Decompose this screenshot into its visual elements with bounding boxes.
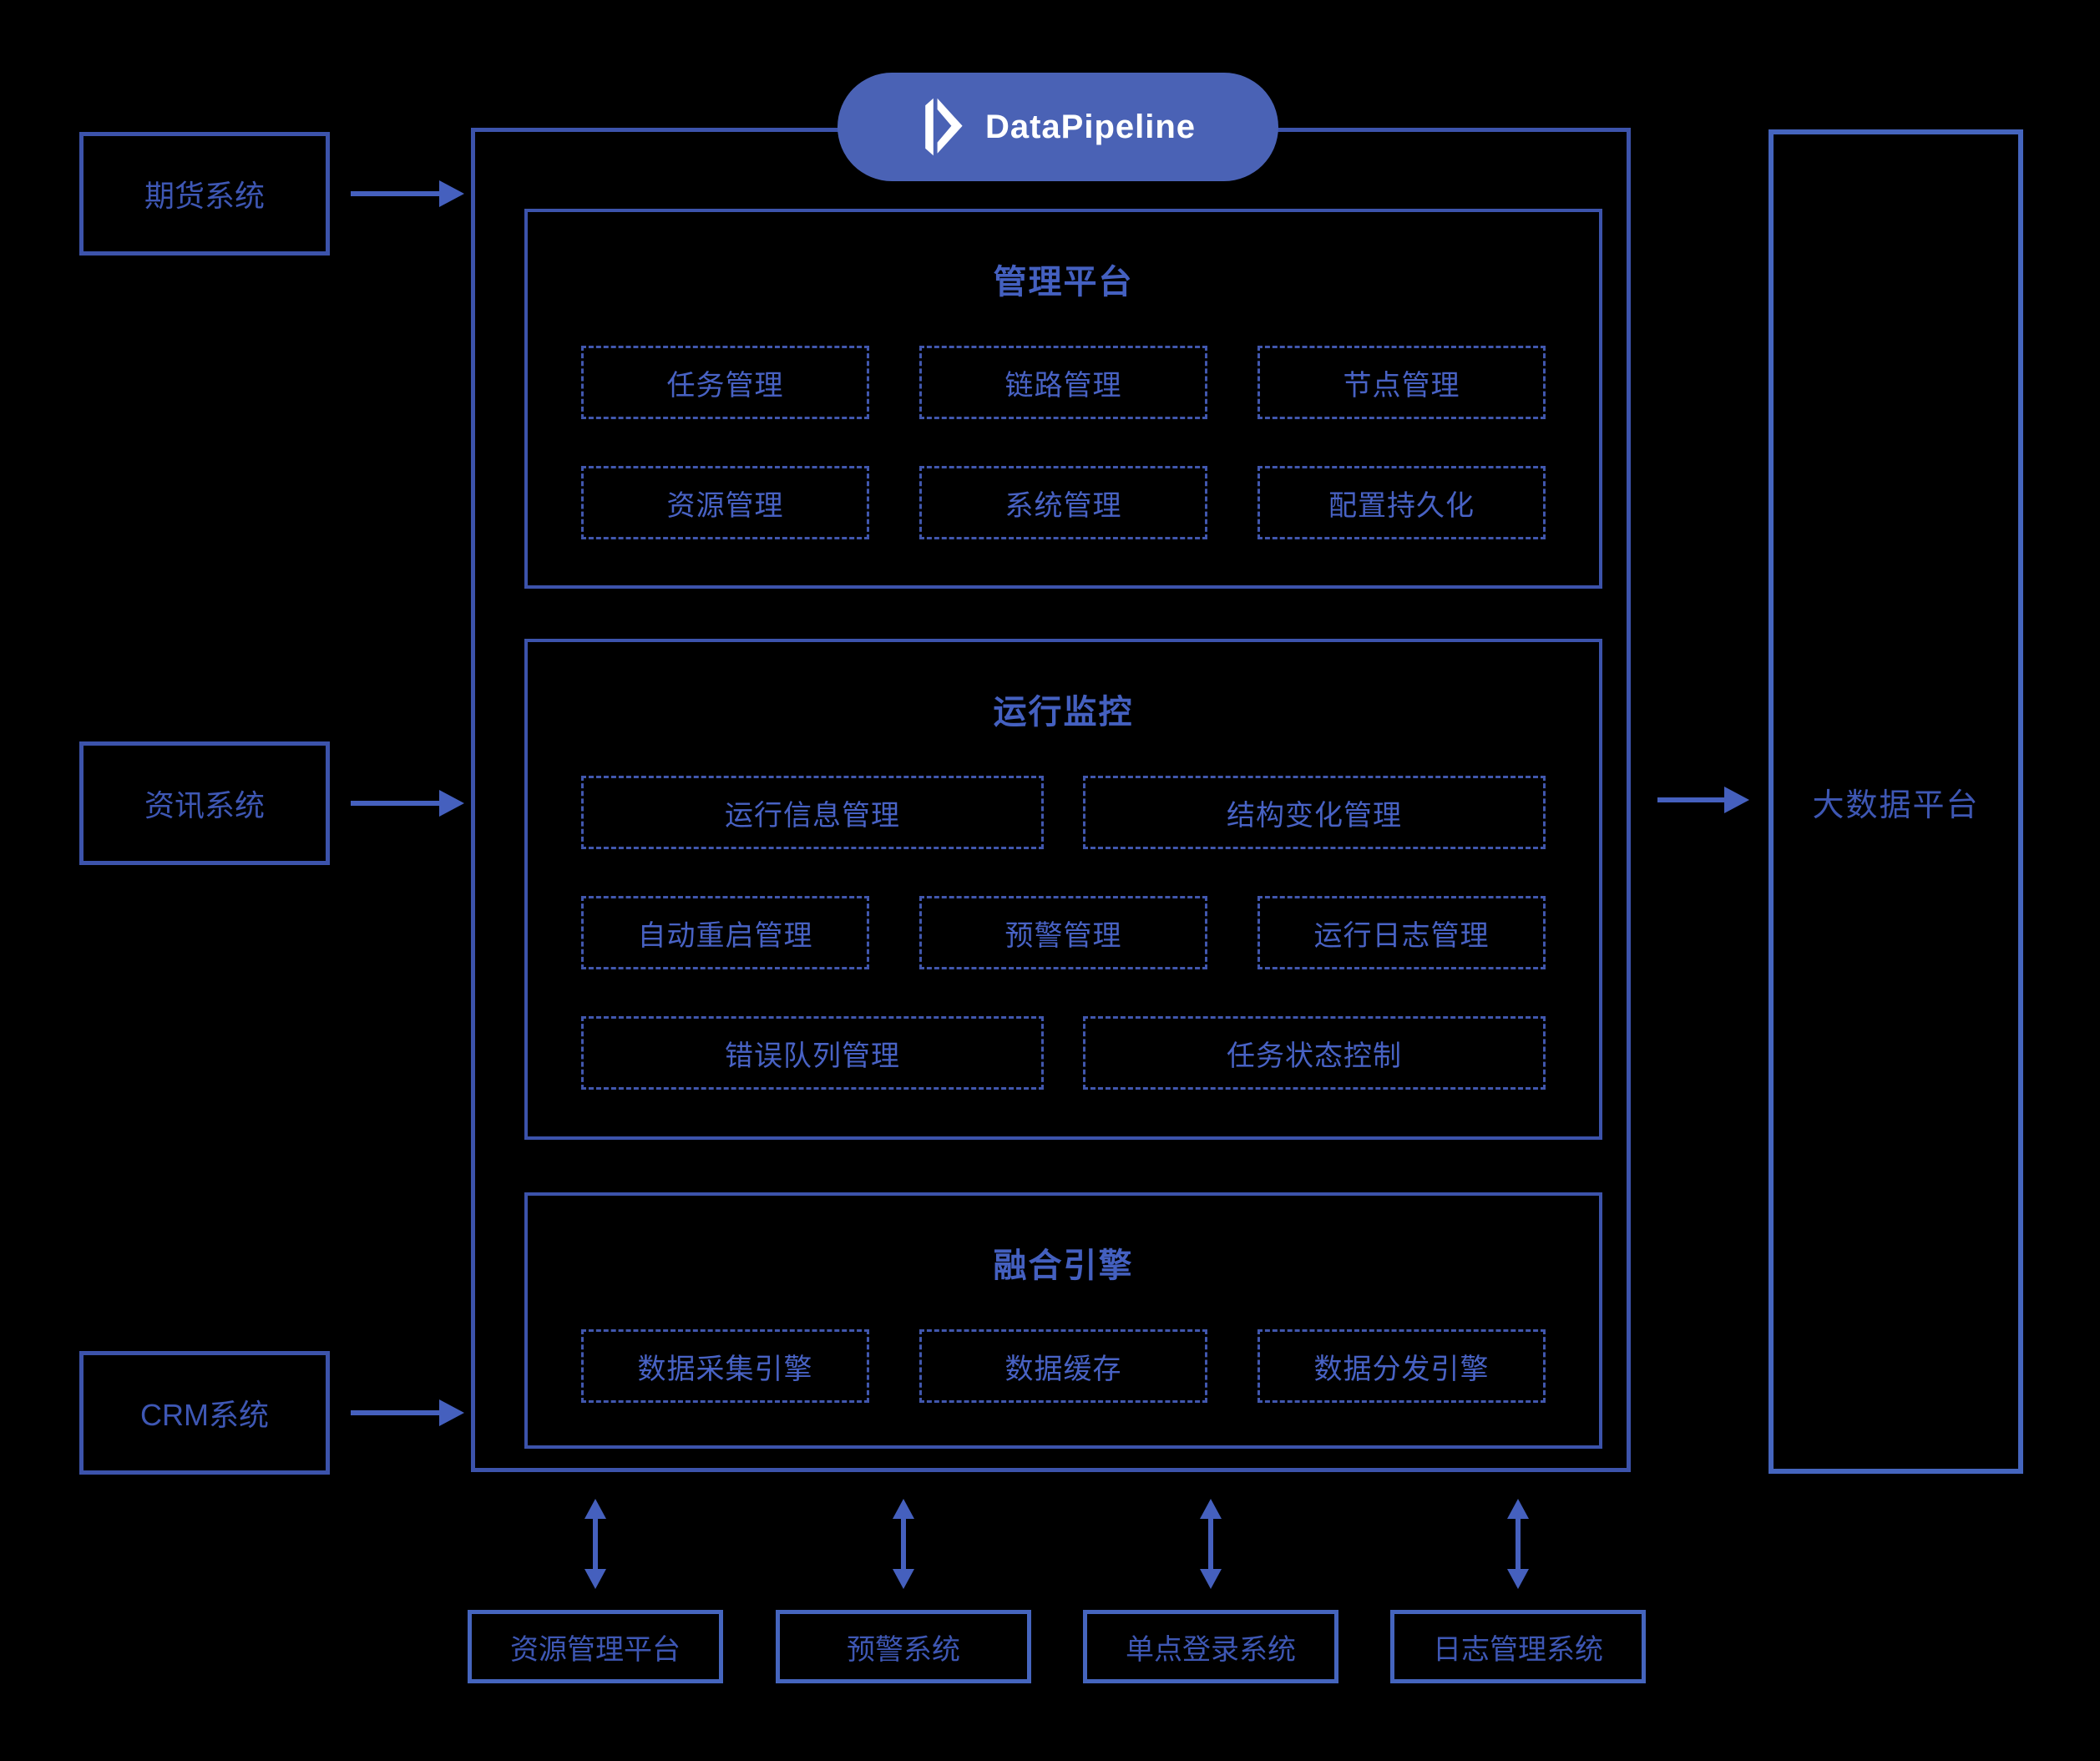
module-box: 链路管理 [919, 346, 1207, 419]
module-label: 运行日志管理 [1313, 919, 1490, 952]
module-box: 结构变化管理 [1083, 776, 1546, 849]
module-label: 错误队列管理 [725, 1040, 900, 1072]
module-label: 系统管理 [1004, 489, 1122, 522]
arrow-head [439, 180, 464, 207]
module-row: 错误队列管理 任务状态控制 [528, 1016, 1599, 1090]
module-row: 数据采集引擎 数据缓存 数据分发引擎 [528, 1329, 1599, 1403]
brand-name: DataPipeline [984, 108, 1197, 145]
arrow-head-down [1200, 1569, 1222, 1589]
arrow-head-down [584, 1569, 606, 1589]
module-box: 任务状态控制 [1083, 1016, 1546, 1090]
module-box: 运行信息管理 [581, 776, 1044, 849]
module-box: 系统管理 [919, 466, 1207, 539]
module-box: 数据缓存 [919, 1329, 1207, 1403]
arrow-head-down [1507, 1569, 1529, 1589]
module-label: 预警管理 [1004, 919, 1122, 952]
arrow-platform-alert-icon [893, 1499, 914, 1589]
arrow-shaft [1208, 1519, 1213, 1569]
arrow-head-up [893, 1499, 914, 1519]
arrow-info-to-platform-icon [351, 790, 464, 817]
module-row: 自动重启管理 预警管理 运行日志管理 [528, 896, 1599, 969]
arrow-shaft [351, 801, 439, 806]
module-box: 预警管理 [919, 896, 1207, 969]
module-row: 运行信息管理 结构变化管理 [528, 776, 1599, 849]
module-row: 资源管理 系统管理 配置持久化 [528, 466, 1599, 539]
module-row: 任务管理 链路管理 节点管理 [528, 346, 1599, 419]
external-box-sso-system: 单点登录系统 [1083, 1610, 1338, 1683]
source-box-info-system: 资讯系统 [79, 741, 330, 865]
module-label: 节点管理 [1343, 369, 1460, 402]
platform-container: 管理平台任务管理 链路管理 节点管理资源管理 系统管理 配置持久化运行监控运行信息管理 结… [471, 128, 1631, 1472]
bigdata-platform-label: 大数据平台 [1812, 787, 1980, 823]
module-label: 运行信息管理 [725, 799, 900, 832]
module-label: 资源管理 [666, 489, 784, 522]
module-label: 配置持久化 [1328, 489, 1475, 522]
module-box: 运行日志管理 [1257, 896, 1546, 969]
arrow-head [439, 1399, 464, 1426]
external-box-label: 预警系统 [847, 1633, 960, 1666]
arrow-futures-to-platform-icon [351, 180, 464, 207]
module-label: 结构变化管理 [1227, 799, 1402, 832]
arrow-platform-log-icon [1507, 1499, 1529, 1589]
source-box-label: 资讯系统 [144, 788, 265, 822]
arrow-shaft [593, 1519, 598, 1569]
module-label: 任务状态控制 [1227, 1040, 1402, 1072]
module-box: 任务管理 [581, 346, 869, 419]
external-box-resource-platform: 资源管理平台 [468, 1610, 723, 1683]
arrow-shaft [351, 191, 439, 196]
source-box-label: 期货系统 [144, 179, 265, 213]
external-box-label: 资源管理平台 [510, 1633, 681, 1666]
arrow-platform-to-bigdata-icon [1657, 787, 1749, 813]
arrow-shaft [351, 1410, 439, 1415]
module-box: 资源管理 [581, 466, 869, 539]
external-box-label: 单点登录系统 [1126, 1633, 1296, 1666]
section-title: 管理平台 [993, 264, 1134, 301]
arrow-shaft [1516, 1519, 1521, 1569]
brand-pill: DataPipeline [837, 73, 1278, 181]
arrow-head-up [1507, 1499, 1529, 1519]
arrow-head-up [584, 1499, 606, 1519]
arrow-head [439, 790, 464, 817]
source-box-futures-system: 期货系统 [79, 132, 330, 256]
module-label: 链路管理 [1004, 369, 1122, 402]
section-fusion-engine: 融合引擎数据采集引擎 数据缓存 数据分发引擎 [524, 1192, 1602, 1449]
module-box: 数据分发引擎 [1257, 1329, 1546, 1403]
section-title: 融合引擎 [993, 1247, 1134, 1284]
arrow-platform-sso-icon [1200, 1499, 1222, 1589]
arrow-shaft [1657, 797, 1724, 802]
arrow-platform-resource-icon [584, 1499, 606, 1589]
source-box-label: CRM系统 [140, 1398, 269, 1432]
bigdata-platform-box: 大数据平台 [1769, 129, 2023, 1474]
module-label: 数据采集引擎 [637, 1353, 813, 1385]
module-box: 配置持久化 [1257, 466, 1546, 539]
module-box: 数据采集引擎 [581, 1329, 869, 1403]
arrow-crm-to-platform-icon [351, 1399, 464, 1426]
module-label: 数据分发引擎 [1313, 1353, 1490, 1385]
module-box: 错误队列管理 [581, 1016, 1044, 1090]
source-box-crm-system: CRM系统 [79, 1351, 330, 1475]
section-operation-monitoring: 运行监控运行信息管理 结构变化管理自动重启管理 预警管理 运行日志管理错误队列管理 任务… [524, 639, 1602, 1140]
datapipeline-logo-icon [925, 98, 963, 156]
external-box-alert-system: 预警系统 [776, 1610, 1031, 1683]
module-box: 自动重启管理 [581, 896, 869, 969]
external-box-log-system: 日志管理系统 [1390, 1610, 1646, 1683]
arrow-head [1724, 787, 1749, 813]
module-label: 数据缓存 [1004, 1353, 1122, 1385]
section-title: 运行监控 [993, 694, 1134, 731]
module-label: 自动重启管理 [637, 919, 813, 952]
module-box: 节点管理 [1257, 346, 1546, 419]
arrow-head-up [1200, 1499, 1222, 1519]
section-management-platform: 管理平台任务管理 链路管理 节点管理资源管理 系统管理 配置持久化 [524, 209, 1602, 589]
arrow-shaft [901, 1519, 906, 1569]
module-label: 任务管理 [666, 369, 784, 402]
external-box-label: 日志管理系统 [1433, 1633, 1603, 1666]
arrow-head-down [893, 1569, 914, 1589]
